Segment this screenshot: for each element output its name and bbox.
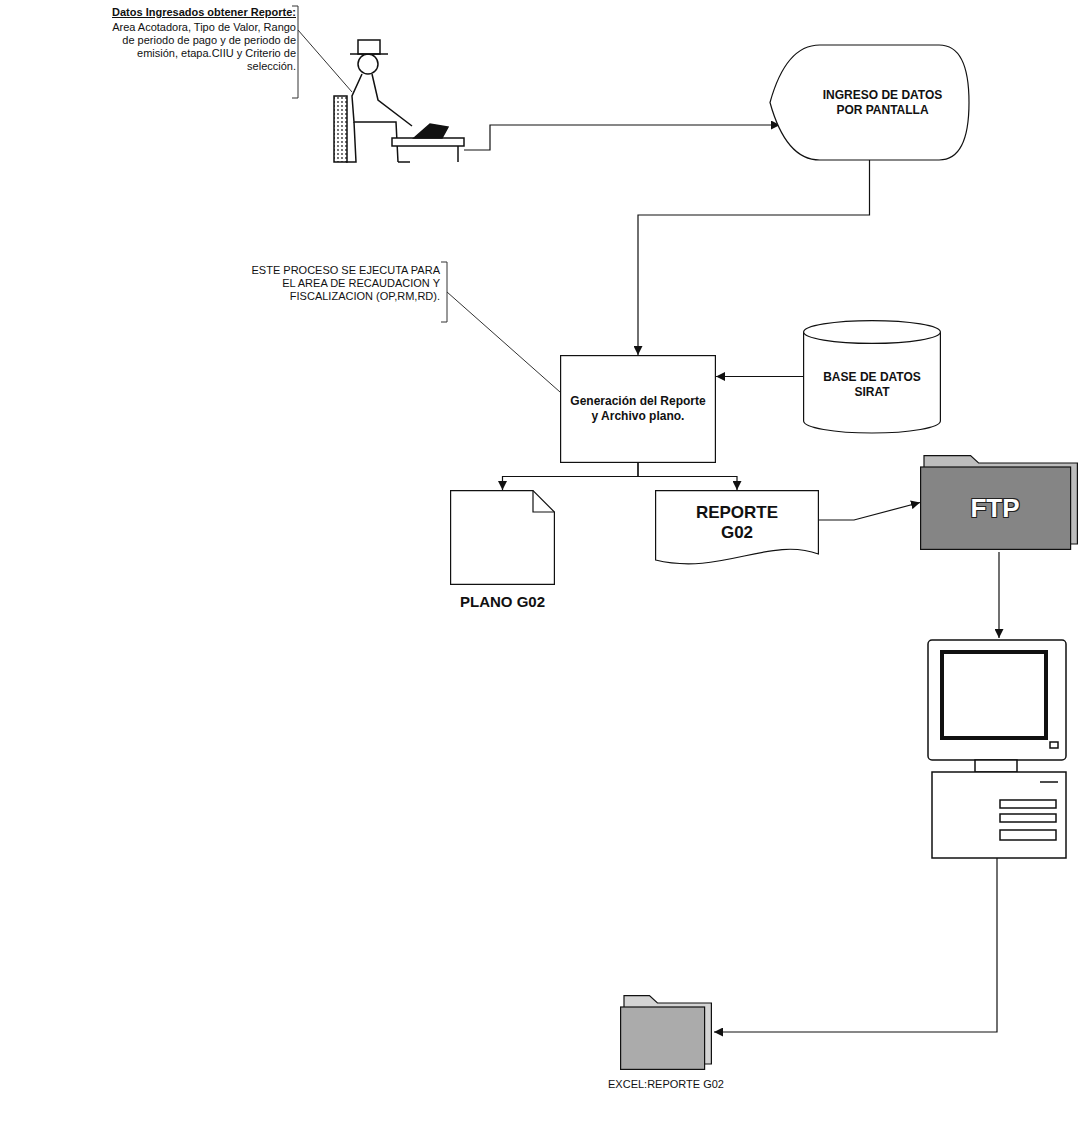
leader-line bbox=[447, 292, 560, 392]
ftp-folder: FTP bbox=[920, 455, 1078, 550]
box-border bbox=[561, 356, 716, 463]
display-shape: INGRESO DE DATOS POR PANTALLA bbox=[770, 45, 969, 160]
flow-connector bbox=[716, 376, 803, 377]
flow-connector bbox=[503, 463, 639, 490]
folder-front bbox=[921, 467, 1071, 549]
node-content: BASE DE DATOS SIRAT bbox=[803, 320, 941, 433]
excel-folder-outline bbox=[620, 995, 712, 1070]
excel-folder: EXCEL:REPORTE G02 bbox=[620, 995, 712, 1070]
flow-arrow bbox=[714, 858, 997, 1032]
node-label: PLANO G02 bbox=[460, 593, 545, 611]
folder-front bbox=[621, 1007, 705, 1069]
cylinder-top bbox=[804, 321, 941, 344]
computer-icon bbox=[928, 640, 1066, 858]
note-heading: Datos Ingresados obtener Reporte: bbox=[86, 6, 296, 19]
node-text: REPORTE G02 bbox=[683, 503, 791, 543]
flat-file-page-outline bbox=[450, 490, 555, 585]
node-text: FTP bbox=[970, 493, 1019, 523]
document-border bbox=[656, 491, 819, 564]
note-text: Area Acotadora, Tipo de Valor, Rango de … bbox=[106, 21, 296, 73]
flow-connector bbox=[638, 463, 737, 490]
database-cylinder: BASE DE DATOS SIRAT bbox=[803, 320, 941, 433]
page-border bbox=[451, 491, 555, 585]
page-fold bbox=[533, 491, 554, 512]
flow-arrow bbox=[998, 552, 999, 638]
node-content: INGRESO DE DATOS POR PANTALLA bbox=[770, 45, 969, 160]
node-content: FTP bbox=[920, 455, 1078, 550]
node-label: EXCEL:REPORTE G02 bbox=[608, 1078, 724, 1091]
leader-line bbox=[298, 30, 352, 92]
node-content: Generación del Reporte y Archivo plano. bbox=[560, 355, 716, 463]
user-figure bbox=[334, 40, 464, 162]
node-text: Generación del Reporte y Archivo plano. bbox=[570, 394, 706, 424]
node-content: REPORTE G02 bbox=[655, 490, 819, 570]
flat-file-page: PLANO G02 bbox=[450, 490, 555, 585]
node-text: BASE DE DATOS SIRAT bbox=[811, 370, 933, 400]
display-border bbox=[770, 45, 969, 160]
note-bracket bbox=[441, 262, 447, 322]
flow-connector bbox=[819, 503, 920, 521]
note-text: ESTE PROCESO SE EJECUTA PARA EL AREA DE … bbox=[236, 264, 440, 303]
process-box: Generación del Reporte y Archivo plano. bbox=[560, 355, 716, 463]
input-arrow bbox=[464, 125, 780, 150]
report-document: REPORTE G02 bbox=[655, 490, 819, 570]
node-text: INGRESO DE DATOS POR PANTALLA bbox=[810, 88, 955, 118]
cylinder-body bbox=[804, 332, 941, 433]
